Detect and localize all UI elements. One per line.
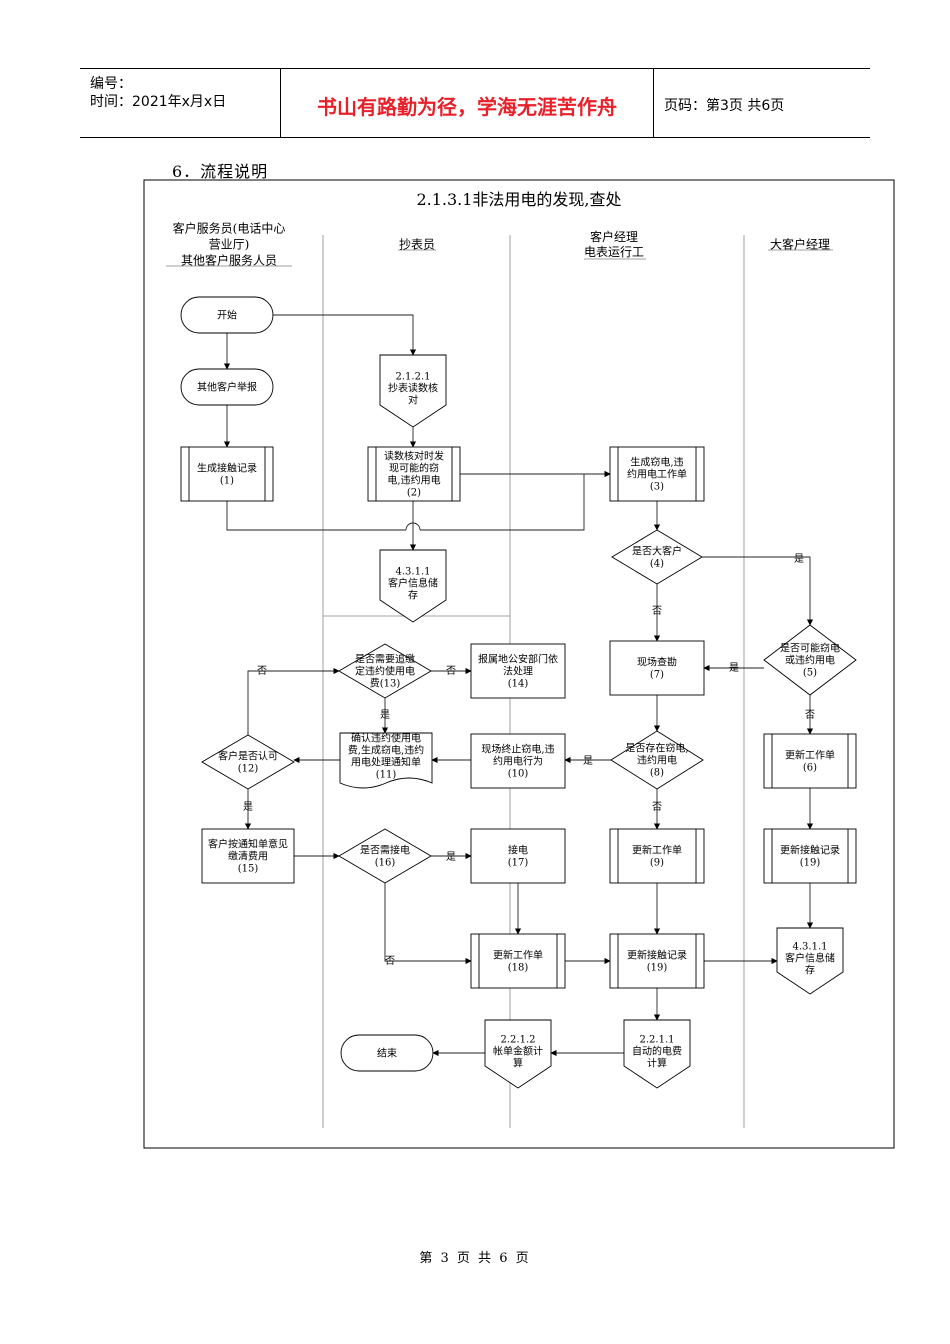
edge-label-yes: 是 xyxy=(729,662,739,674)
end-node xyxy=(340,1034,434,1072)
step-18-update-work-order xyxy=(470,933,566,989)
ref-4-3-1-1-customer-info-a xyxy=(379,549,447,623)
step-2-reading-check xyxy=(367,446,461,502)
step-7-site-survey-label: 现场查勘(7) xyxy=(637,656,677,681)
decision-5-possible-theft-label: 是否可能窃电或违约用电(5) xyxy=(780,642,840,679)
decision-16-reconnect-label: 是否需接电(16) xyxy=(360,844,410,869)
flow-connector xyxy=(273,314,417,356)
end-node-label: 结束 xyxy=(377,1047,397,1060)
lane-title-meter-reader: 抄表员 xyxy=(399,237,435,251)
step-14-report-police xyxy=(470,643,566,699)
flow-connector xyxy=(247,667,340,735)
step-14-report-police-label: 报属地公安部门依法处理(14) xyxy=(478,653,558,690)
decision-13-recover-fees xyxy=(338,643,432,699)
step-11-confirm-fees-notice-label: 确认违约使用电费,生成窃电,违约用电处理通知单(11) xyxy=(348,732,424,781)
step-19-update-contact-record-b-label: 更新接触记录(19) xyxy=(780,844,840,869)
flow-connector xyxy=(384,883,472,965)
edge-label-yes: 是 xyxy=(380,709,390,721)
decision-12-customer-accepts-label: 客户是否认可(12) xyxy=(218,750,278,775)
step-19-update-contact-record-a-label: 更新接触记录(19) xyxy=(627,949,687,974)
decision-8-theft-exists-label: 是否存在窃电,违约用电(8) xyxy=(625,742,688,779)
header-motto: 书山有路勤为径，学海无涯苦作舟 xyxy=(317,95,617,119)
page-header: 编号： 时间：2021年x月x日 书山有路勤为径，学海无涯苦作舟 页码：第3页 … xyxy=(80,68,870,138)
edge-label-yes: 是 xyxy=(794,553,804,565)
decision-13-recover-fees-label: 是否需要追缴定违约使用电费(13) xyxy=(355,653,415,690)
edge-label-no: 否 xyxy=(652,605,662,617)
flow-connector xyxy=(702,556,814,626)
step-3-create-work-order xyxy=(609,446,705,502)
edge-label-no: 否 xyxy=(652,801,662,813)
step-17-reconnect xyxy=(470,828,566,884)
start-node xyxy=(180,296,274,334)
step-6-update-work-order-label: 更新工作单(6) xyxy=(785,749,835,774)
diagram-frame xyxy=(143,179,895,1149)
lane-title-key-account-manager: 大客户经理 xyxy=(770,236,830,251)
edge-label-no: 否 xyxy=(385,955,395,967)
step-9-update-work-order-label: 更新工作单(9) xyxy=(632,844,682,869)
step-18-update-work-order-label: 更新工作单(18) xyxy=(493,949,543,974)
decision-4-key-customer-label: 是否大客户(4) xyxy=(632,545,682,570)
ref-2-1-2-1-meter-check xyxy=(379,354,447,428)
step-2-reading-check-label: 读数核对时发现可能的窃电,违约用电(2) xyxy=(384,450,444,499)
header-page-cell: 页码：第3页 共6页 xyxy=(654,69,870,137)
step-10-stop-theft-label: 现场终止窃电,违约用电行为(10) xyxy=(481,743,554,780)
page-footer: 第 3 页 共 6 页 xyxy=(419,1251,531,1266)
edge-label-no: 否 xyxy=(446,665,456,677)
step-11-confirm-fees-notice xyxy=(339,732,433,789)
date-label: 时间：2021年x月x日 xyxy=(90,94,227,110)
edge-label-no: 否 xyxy=(257,665,267,677)
step-6-update-work-order xyxy=(763,733,857,789)
step-15-customer-pays-label: 客户按通知单意见缴清费用(15) xyxy=(208,838,288,875)
decision-12-customer-accepts xyxy=(201,734,295,790)
step-17-reconnect-label: 接电(17) xyxy=(508,844,529,869)
flow-connector xyxy=(226,501,406,531)
decision-5-possible-theft xyxy=(763,624,857,696)
ref-2-2-1-1-auto-billing xyxy=(623,1019,691,1089)
step-3-create-work-order-label: 生成窃电,违约用电工作单(3) xyxy=(627,456,687,493)
lane-title-customer-manager: 客户经理电表运行工 xyxy=(584,229,644,259)
lane-title-customer-service: 客户服务员(电话中心营业厅)其他客户服务人员 xyxy=(173,220,286,267)
header-motto-cell: 书山有路勤为径，学海无涯苦作舟 xyxy=(281,69,654,137)
ref-2-2-1-2-bill-amount xyxy=(484,1019,552,1089)
customer-report-node xyxy=(180,368,274,406)
step-19-update-contact-record-b xyxy=(763,828,857,884)
decision-4-key-customer xyxy=(611,529,703,585)
section-title: 6．流程说明 xyxy=(172,162,269,181)
step-1-create-contact-record-label: 生成接触记录(1) xyxy=(197,462,257,487)
flow-connector xyxy=(420,470,611,531)
step-9-update-work-order xyxy=(609,828,705,884)
edge-label-no: 否 xyxy=(805,709,815,721)
edge-label-yes: 是 xyxy=(446,851,456,863)
doc-number-label: 编号： xyxy=(90,76,132,92)
edge-label-yes: 是 xyxy=(583,755,593,767)
decision-16-reconnect xyxy=(338,828,432,884)
ref-4-3-1-1-customer-info-b xyxy=(776,927,844,995)
customer-report-node-label: 其他客户举报 xyxy=(197,381,257,394)
diagram-title: 2.1.3.1非法用电的发现,查处 xyxy=(416,190,621,209)
decision-8-theft-exists xyxy=(610,730,704,790)
step-7-site-survey xyxy=(609,640,705,696)
step-15-customer-pays xyxy=(201,828,295,884)
step-10-stop-theft xyxy=(470,733,566,789)
step-19-update-contact-record-a xyxy=(609,933,705,989)
header-meta-cell: 编号： 时间：2021年x月x日 xyxy=(80,69,281,137)
step-1-create-contact-record xyxy=(180,446,274,502)
start-node-label: 开始 xyxy=(217,309,237,322)
edge-label-yes: 是 xyxy=(243,801,253,813)
page-number-label: 页码：第3页 共6页 xyxy=(664,98,785,114)
